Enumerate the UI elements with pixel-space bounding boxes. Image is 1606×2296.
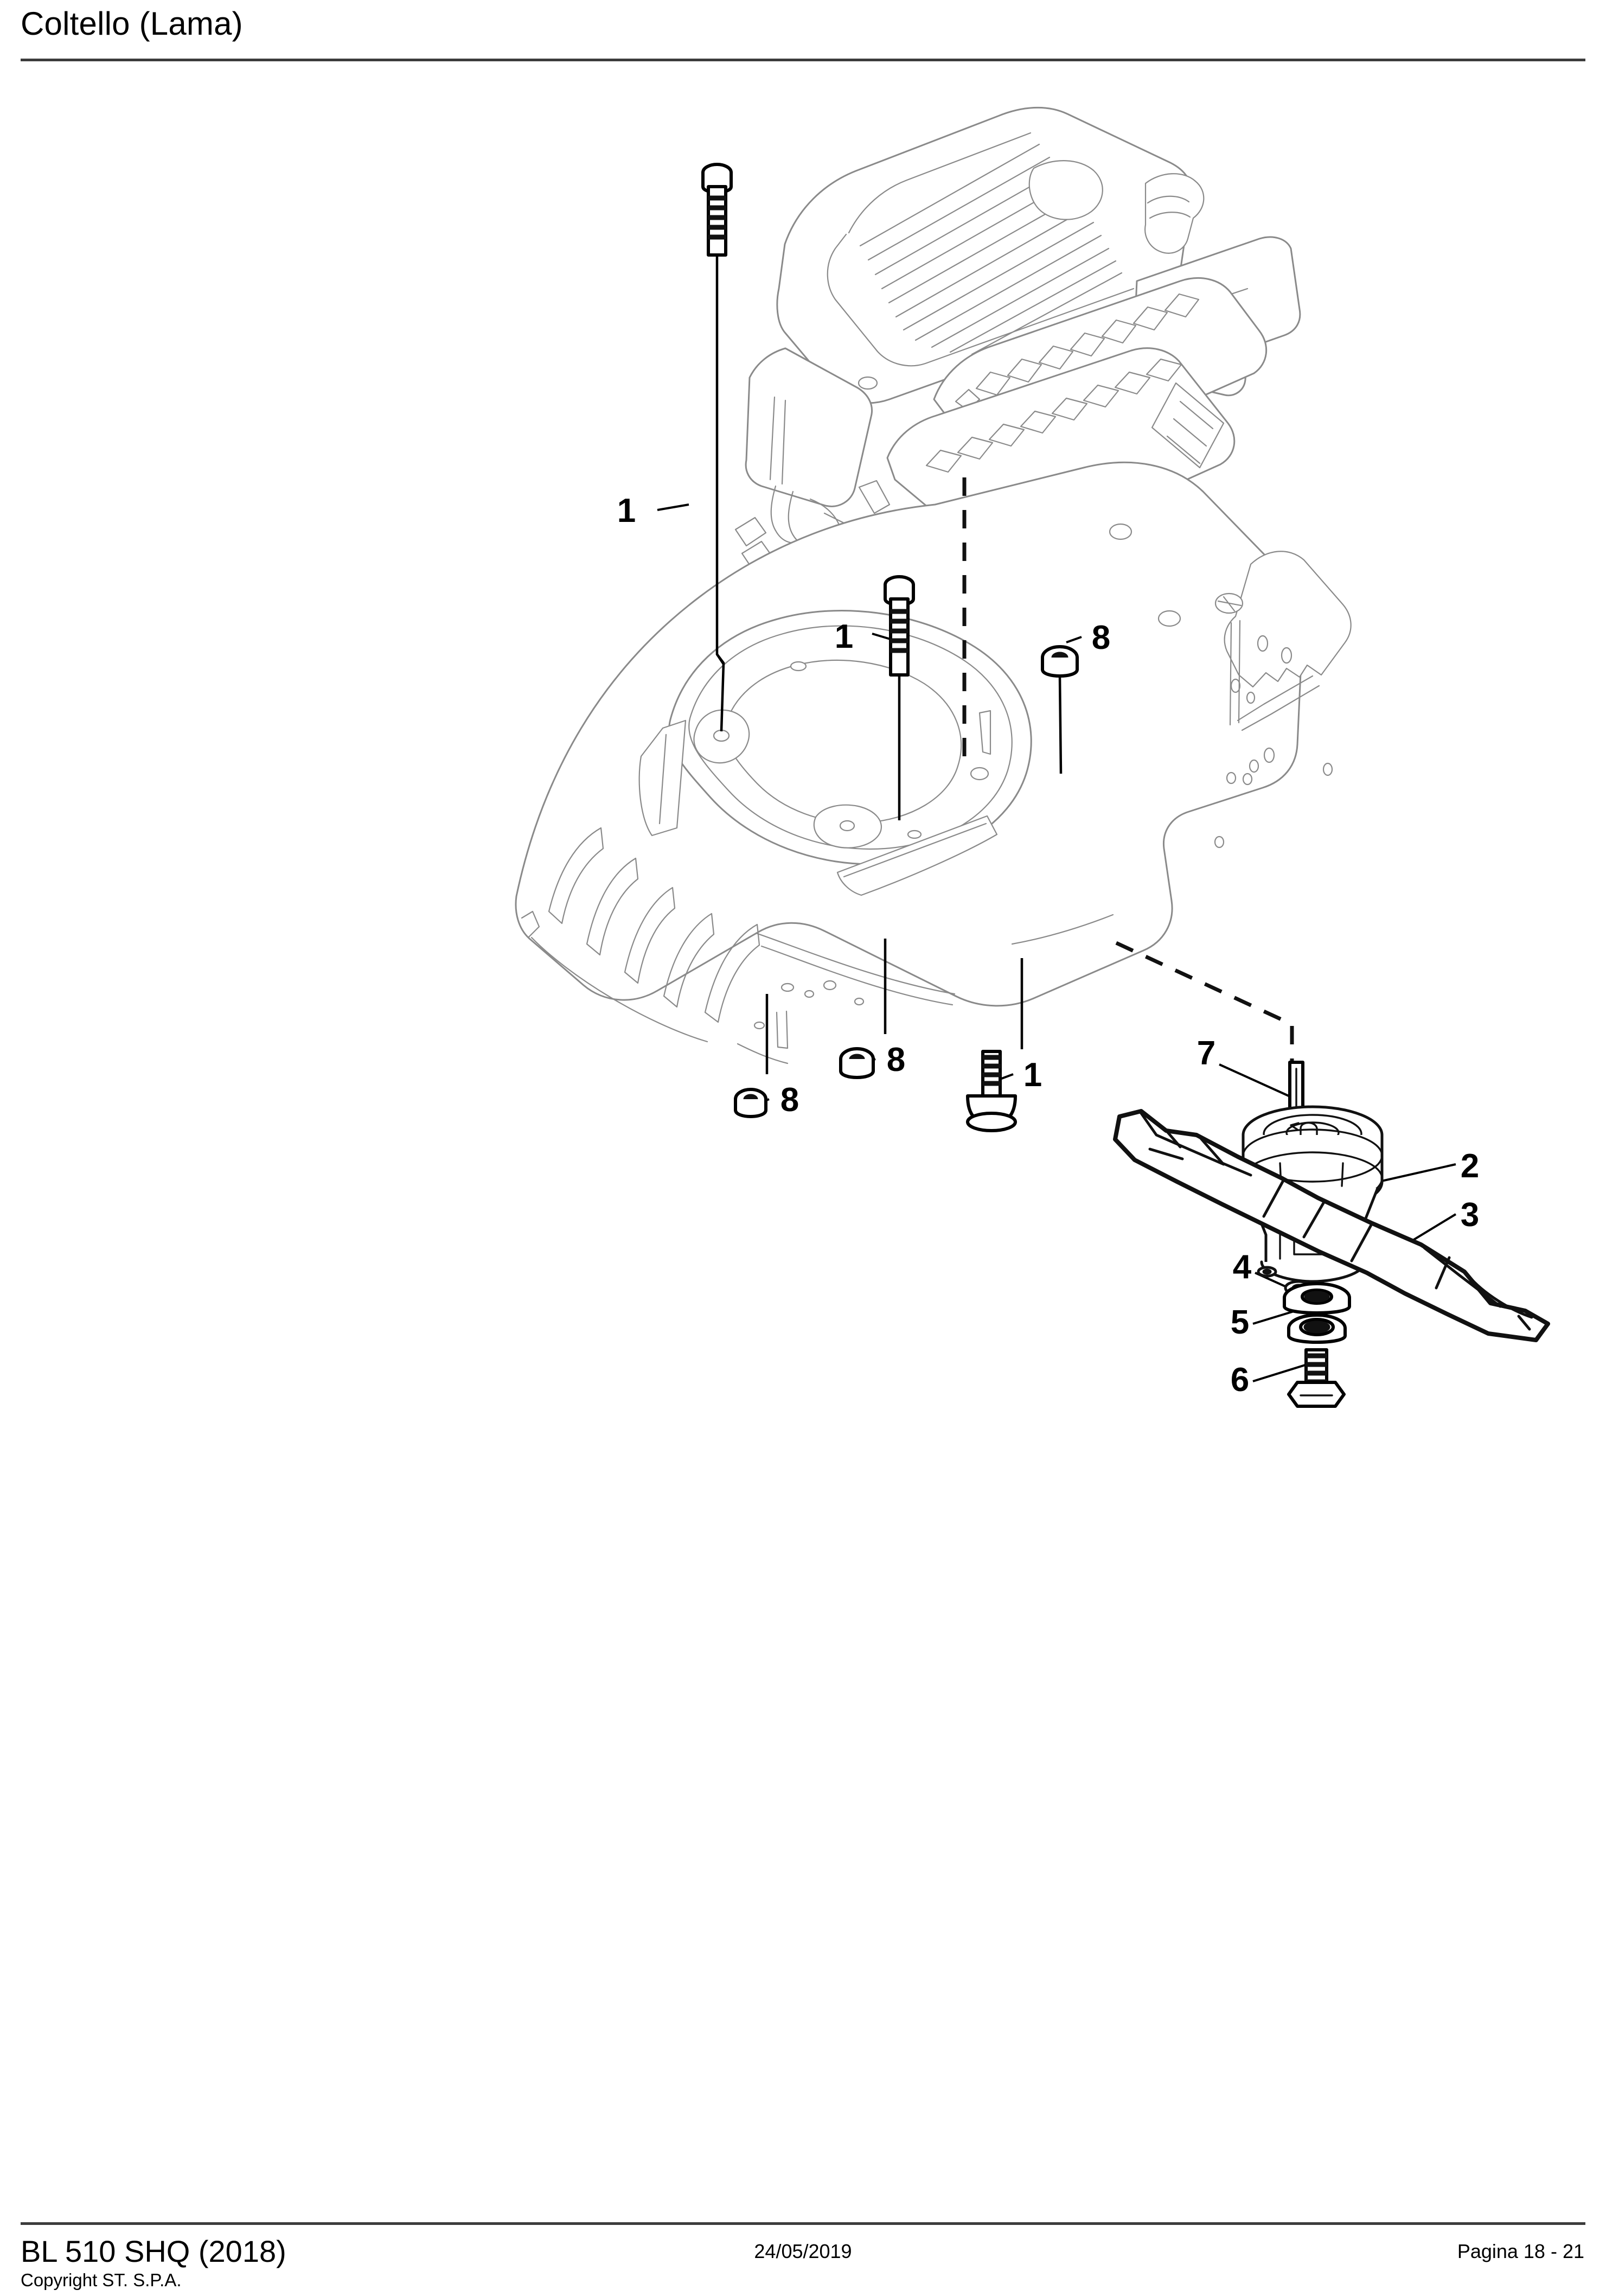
callout-5: 5 bbox=[1231, 1304, 1249, 1341]
flange-lock-nut bbox=[734, 1088, 767, 1118]
callout-1a: 1 bbox=[617, 492, 636, 530]
footer-model: BL 510 SHQ (2018) bbox=[21, 2234, 286, 2268]
callout-1b: 1 bbox=[835, 618, 853, 655]
flange-lock-nut bbox=[1041, 645, 1079, 678]
engine-mounting-screw bbox=[701, 163, 733, 257]
engine-assembly bbox=[734, 106, 1301, 597]
cutting-blade bbox=[1113, 1109, 1550, 1342]
exploded-diagram: 1 1 8 8 8 1 7 2 3 4 5 6 bbox=[0, 76, 1606, 1465]
callout-1c: 1 bbox=[1023, 1056, 1042, 1094]
callout-8c: 8 bbox=[780, 1081, 799, 1119]
footer-date: 24/05/2019 bbox=[754, 2240, 852, 2262]
header-divider bbox=[21, 59, 1585, 61]
flange-lock-nut bbox=[839, 1047, 875, 1079]
footer-page-number: Pagina 18 - 21 bbox=[1457, 2240, 1584, 2262]
engine-mounting-screw bbox=[884, 575, 915, 677]
callout-4: 4 bbox=[1233, 1248, 1252, 1286]
footer-copyright: Copyright ST. S.P.A. bbox=[21, 2270, 182, 2290]
mower-deck-housing bbox=[515, 461, 1352, 1064]
callout-7: 7 bbox=[1197, 1035, 1215, 1072]
callout-8b: 8 bbox=[887, 1041, 905, 1079]
callout-3: 3 bbox=[1461, 1196, 1479, 1234]
page-title: Coltello (Lama) bbox=[21, 5, 243, 42]
deck-mounting-screw bbox=[966, 1050, 1017, 1132]
callout-2: 2 bbox=[1461, 1147, 1479, 1185]
shaft-key bbox=[1288, 1061, 1304, 1115]
callout-6: 6 bbox=[1231, 1361, 1249, 1399]
footer-divider bbox=[21, 2222, 1585, 2225]
assembly-centerlines bbox=[962, 477, 1294, 1118]
callout-8a: 8 bbox=[1092, 619, 1110, 656]
spring-lock-washer bbox=[1287, 1313, 1347, 1344]
callout-labels: 1 1 8 8 8 1 7 2 3 4 5 6 bbox=[617, 492, 1479, 1399]
flat-washer bbox=[1283, 1282, 1351, 1315]
blade-hex-bolt bbox=[1287, 1348, 1346, 1408]
